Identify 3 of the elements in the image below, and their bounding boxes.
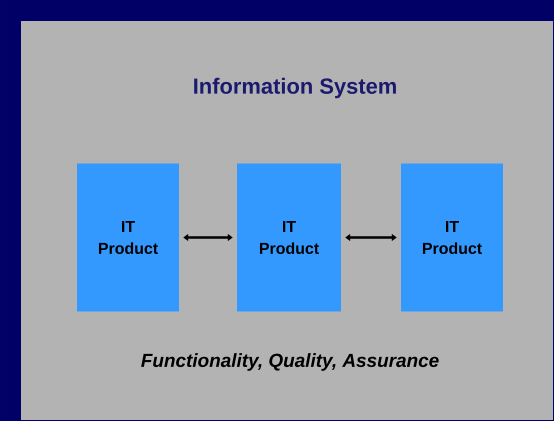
product-box: IT Product [401,164,503,312]
product-box: IT Product [77,164,179,312]
product-box: IT Product [237,164,341,312]
